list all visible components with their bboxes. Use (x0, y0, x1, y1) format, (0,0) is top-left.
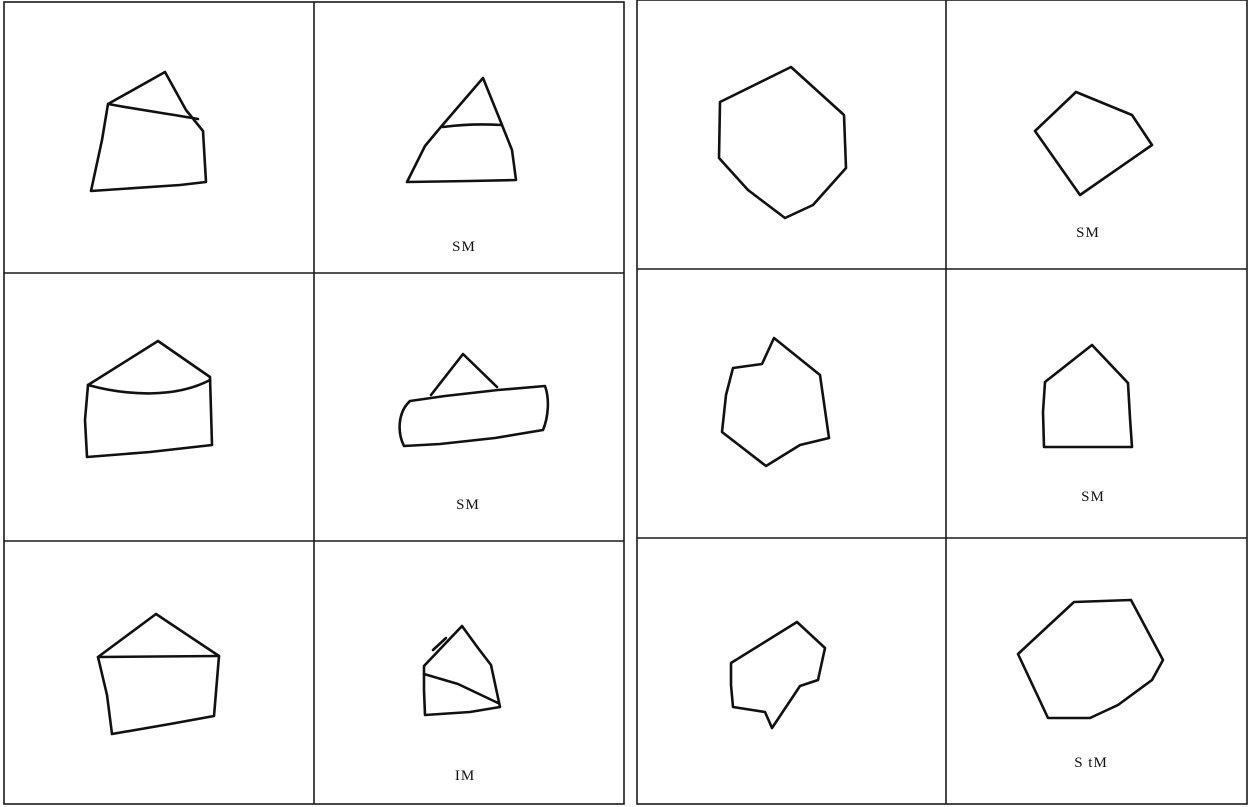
left-cell-6-caption: IM (455, 768, 475, 784)
right-cell-4-caption: SM (1081, 489, 1105, 505)
right-cell-2-shape (1035, 92, 1152, 195)
right-cell-3-shape (722, 338, 829, 466)
left-cell-2-shape (407, 78, 516, 182)
right-cell-5-shape (731, 622, 825, 728)
right-panel-border (637, 0, 1247, 804)
right-cell-4-shape (1043, 345, 1132, 447)
left-cell-4-caption: SM (456, 497, 480, 513)
right-cell-2-caption: SM (1076, 225, 1100, 241)
left-cell-6-shape (424, 626, 500, 715)
right-panel (637, 0, 1247, 804)
right-cell-6-shape (1018, 600, 1163, 718)
left-cell-1-shape (91, 72, 206, 191)
left-cell-3-shape (85, 341, 212, 457)
right-cell-6-caption: S tM (1074, 755, 1108, 771)
right-cell-1-shape (719, 67, 846, 218)
left-cell-5-shape (98, 614, 219, 734)
left-cell-4-shape (400, 354, 548, 446)
left-cell-2-caption: SM (452, 239, 476, 255)
left-panel (4, 2, 624, 804)
